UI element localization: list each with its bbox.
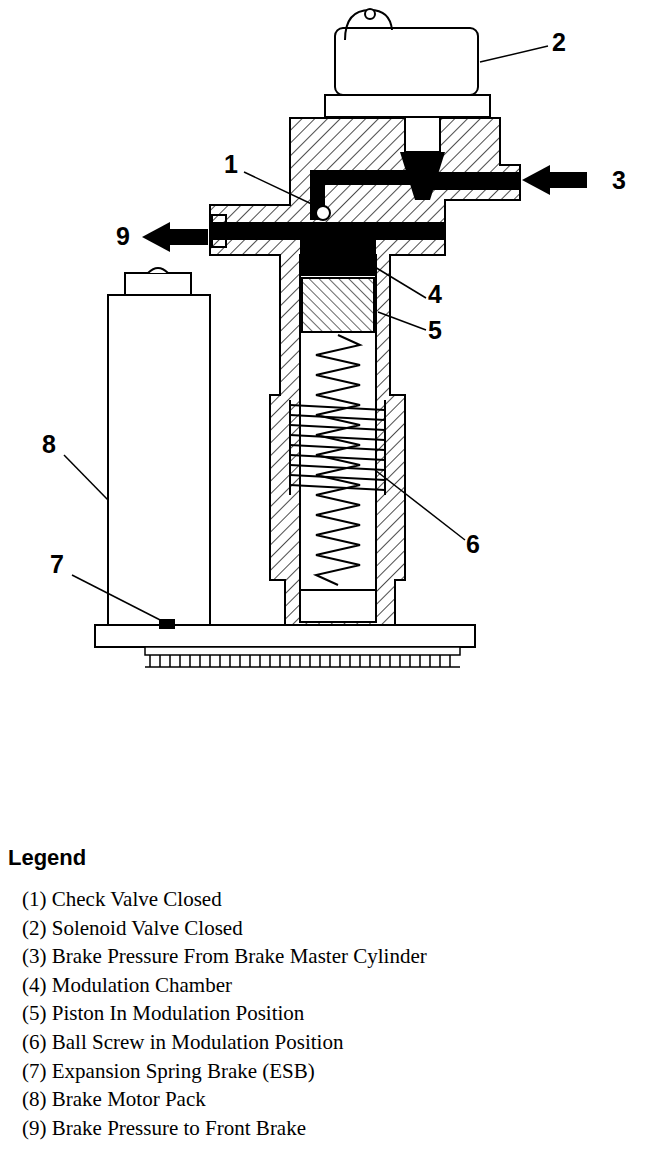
- outlet-ring: [212, 215, 226, 247]
- legend-entry: (6) Ball Screw in Modulation Position: [22, 1032, 343, 1053]
- legend-entry: (7) Expansion Spring Brake (ESB): [22, 1061, 315, 1082]
- legend-entry: (8) Brake Motor Pack: [22, 1089, 206, 1110]
- callout-number: 7: [50, 552, 64, 577]
- fluid-passage: [210, 152, 520, 276]
- callout-number: 4: [428, 282, 442, 307]
- legend-entry: (2) Solenoid Valve Closed: [22, 918, 243, 939]
- piston: [302, 278, 374, 332]
- motor-coupling: [300, 590, 376, 622]
- legend-heading: Legend: [8, 847, 86, 869]
- callout-number: 5: [428, 318, 442, 343]
- solenoid-valve: [325, 9, 490, 152]
- valve-housing: [210, 118, 520, 625]
- callout-number: 2: [552, 30, 566, 55]
- legend-entry: (9) Brake Pressure to Front Brake: [22, 1118, 306, 1139]
- ball-screw: [290, 400, 385, 495]
- callout-number: 1: [224, 152, 238, 177]
- leader-line: [64, 46, 548, 624]
- spring: [316, 335, 360, 585]
- check-ball: [316, 206, 330, 220]
- motor-pack: [108, 268, 210, 628]
- base-plate: [95, 625, 475, 667]
- callout-number: 8: [42, 432, 56, 457]
- legend-entry: (3) Brake Pressure From Brake Master Cyl…: [22, 946, 427, 967]
- legend-entry: (1) Check Valve Closed: [22, 889, 222, 910]
- legend-entry: (5) Piston In Modulation Position: [22, 1003, 304, 1024]
- flow-arrow: [142, 165, 587, 252]
- legend-entry: (4) Modulation Chamber: [22, 975, 232, 996]
- callout-number: 6: [466, 532, 480, 557]
- callout-number: 3: [612, 168, 626, 193]
- callout-number: 9: [116, 224, 130, 249]
